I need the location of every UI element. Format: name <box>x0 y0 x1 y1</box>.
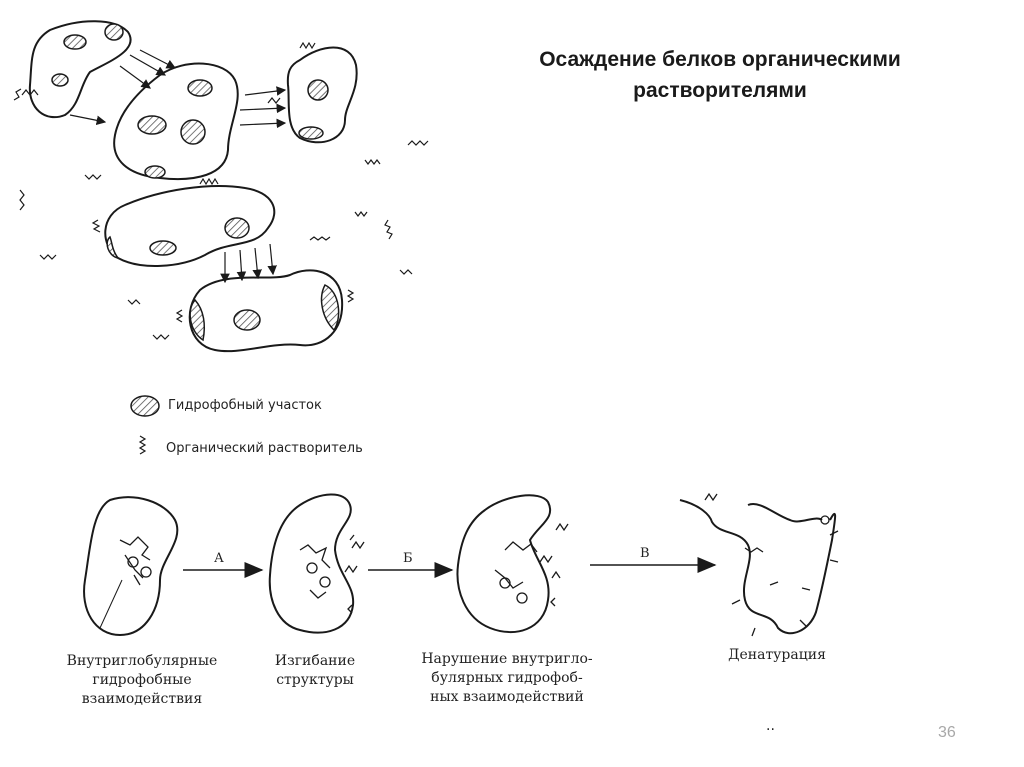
protein-globule-2 <box>113 62 239 181</box>
caption-line: Денатурация <box>728 647 826 663</box>
hydrophobic-legend-icon <box>130 395 160 417</box>
legend-hydrophobic-label: Гидрофобный участок <box>168 398 322 413</box>
hydrophobic-patch <box>106 235 120 260</box>
caption-disruption: Нарушение внутригло- булярных гидрофоб- … <box>402 650 612 707</box>
caption-line: ных взаимодействий <box>430 689 584 705</box>
hydrophobic-patch <box>149 240 177 256</box>
caption-line: Изгибание <box>274 653 356 669</box>
step-letter-a: А <box>214 551 224 566</box>
legend-solvent-label: Органический растворитель <box>166 441 363 456</box>
title-line-1: Осаждение белков органическими <box>539 48 901 71</box>
hydrophobic-patch <box>137 115 167 135</box>
globule-stage-3 <box>456 494 569 634</box>
hydrophobic-patch <box>189 298 206 342</box>
hydrophobic-patch <box>144 165 166 179</box>
protein-globule-4 <box>91 177 276 267</box>
caption-line: гидрофобные <box>92 672 192 688</box>
step-letter-c: В <box>640 546 650 561</box>
caption-intraglobular: Внутриглобулярные гидрофобные взаимодейс… <box>52 652 232 709</box>
hydrophobic-patch <box>233 309 261 331</box>
globule-stage-1 <box>83 496 179 637</box>
slide-title: Осаждение белков органическими растворит… <box>470 44 970 106</box>
caption-line: структуры <box>276 672 354 688</box>
hydrophobic-patch <box>51 73 69 87</box>
protein-globule-5 <box>175 269 355 353</box>
solvent-legend-icon <box>138 435 147 455</box>
hydrophobic-patch <box>224 217 250 239</box>
globule-stage-2 <box>268 493 365 634</box>
hydrophobic-patch <box>187 79 213 97</box>
hydrophobic-patch <box>104 23 124 41</box>
caption-bending: Изгибание структуры <box>255 652 375 690</box>
hydrophobic-patch <box>298 126 324 140</box>
caption-denaturation: Денатурация <box>712 646 842 665</box>
caption-line: взаимодействия <box>81 691 203 707</box>
hydrophobic-patch <box>307 79 329 101</box>
denatured-chain <box>679 492 839 637</box>
hydrophobic-patch <box>63 34 87 50</box>
caption-line: Нарушение внутригло- <box>421 651 593 667</box>
caption-line: Внутриглобулярные <box>66 653 218 669</box>
protein-globule-1 <box>13 20 132 119</box>
caption-line: булярных гидрофоб- <box>431 670 583 686</box>
hydrophobic-patch <box>180 119 206 145</box>
title-line-2: растворителями <box>633 79 807 102</box>
protein-globule-3 <box>267 41 358 144</box>
footer-mark: .. <box>766 718 775 734</box>
hydrophobic-patch <box>320 284 340 332</box>
solvent-molecules <box>19 140 429 340</box>
step-letter-b: Б <box>403 551 413 566</box>
page-number: 36 <box>938 724 956 741</box>
interaction-arrows <box>69 49 287 284</box>
